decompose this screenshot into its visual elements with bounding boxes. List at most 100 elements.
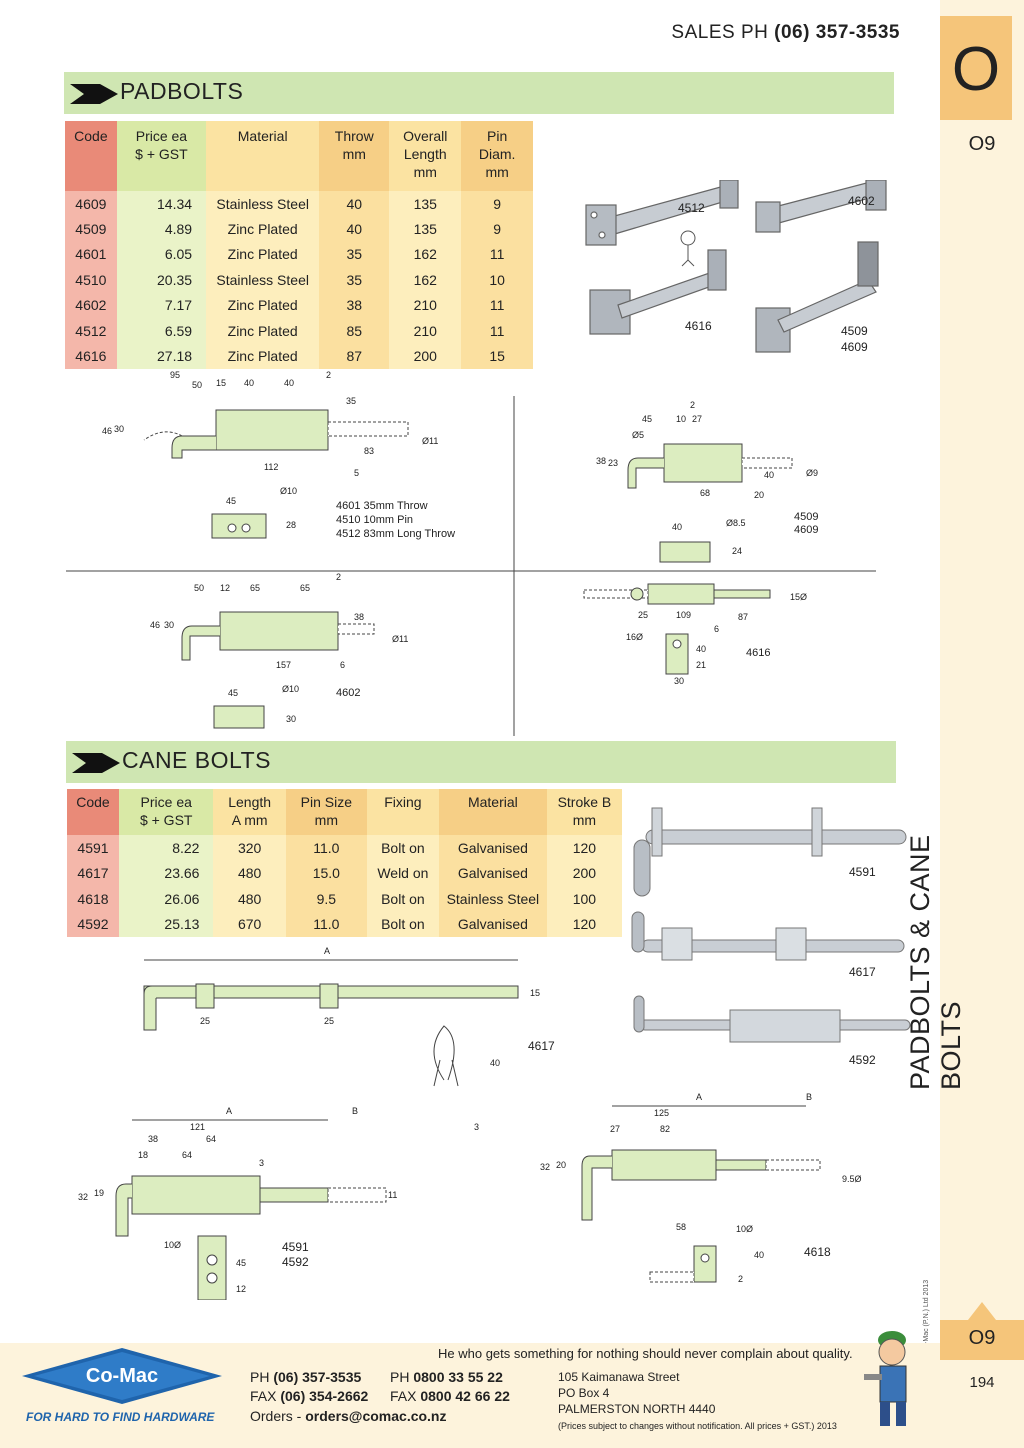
dim-c2-1: 38 (148, 1134, 158, 1144)
logo-text: Co-Mac (86, 1365, 158, 1387)
table-cell: 9 (461, 216, 533, 242)
table-cell: 23.66 (118, 860, 214, 886)
address-line: PO Box 4 (558, 1386, 610, 1400)
dim-d4-5: 16Ø (626, 632, 643, 642)
dim-c1-1: 25 (324, 1016, 334, 1026)
tagline: FOR HARD TO FIND HARDWARE (26, 1410, 215, 1424)
dim-d3-6: 46 (150, 620, 160, 630)
table-cell: 4.89 (116, 216, 207, 242)
arrow-icon (70, 84, 118, 104)
table-cell: 15 (461, 343, 533, 369)
diagram-label-4602: 4602 (336, 687, 360, 699)
dim-c2-8: 11 (388, 1190, 397, 1200)
table-cell: Zinc Plated (206, 292, 320, 318)
section-tab-letter: O (951, 35, 1001, 104)
freephone-line: PH 0800 33 55 22 (390, 1369, 503, 1385)
dim-c3-9: 2 (738, 1274, 743, 1284)
photo-label-4512: 4512 (678, 201, 705, 215)
photo-4592 (633, 995, 911, 1043)
product-code-cell: 4602 (65, 292, 117, 318)
photo-4512 (585, 180, 739, 246)
dim-d3-13: 30 (286, 714, 296, 724)
table-cell: 26.06 (118, 886, 214, 912)
column-header: Material (438, 789, 547, 835)
comac-logo[interactable]: Co-Mac (22, 1344, 222, 1406)
dim-d3-12: Ø10 (282, 684, 299, 694)
table-cell: Galvanised (438, 860, 547, 886)
dim-d2-7: 40 (764, 470, 774, 480)
dim-c3-0: 125 (654, 1108, 669, 1118)
dim-c2-6: 32 (78, 1192, 88, 1202)
table-cell: 120 (546, 911, 622, 937)
address: 105 Kaimanawa Street PO Box 4 PALMERSTON… (558, 1369, 715, 1417)
table-cell: Weld on (366, 860, 439, 886)
product-code-cell: 4616 (65, 343, 117, 369)
dim-d1-8: 30 (114, 424, 124, 434)
table-cell: Bolt on (366, 886, 439, 912)
table-cell: 11.0 (285, 835, 367, 861)
diagram-4618 (581, 1105, 821, 1283)
photo-4591 (633, 807, 907, 897)
table-cell: 14.34 (116, 191, 207, 217)
section-tab[interactable] (940, 16, 1012, 120)
mascot-icon (680, 230, 696, 267)
mascot-icon (864, 1331, 907, 1426)
dim-d2-5: 38 (596, 456, 606, 466)
dim-d4-7: 21 (696, 660, 706, 670)
dim-c2-2: 64 (206, 1134, 216, 1144)
dim-c2-7: 19 (94, 1188, 104, 1198)
table-cell: 200 (546, 860, 622, 886)
canebolts-title: CANE BOLTS (122, 747, 271, 773)
diagram-4617 (143, 959, 519, 1087)
dim-d2-1: 45 (642, 414, 652, 424)
table-cell: 25.13 (118, 911, 214, 937)
table-cell: 85 (319, 317, 390, 344)
diagram-4509-4609 (627, 443, 793, 563)
product-code-cell: 4601 (65, 241, 117, 268)
address-line: 105 Kaimanawa Street (558, 1370, 680, 1384)
dim-d1-3: 40 (244, 378, 254, 388)
product-code-cell: 4510 (65, 267, 117, 293)
table-cell: 135 (389, 191, 462, 217)
orders-email-link[interactable]: orders@comac.co.nz (305, 1408, 447, 1424)
section-tab-bottom (940, 1320, 1024, 1360)
dim-d1-13: 45 (226, 496, 236, 506)
diagram-label-4617: 4617 (528, 1039, 555, 1053)
table-cell: 9 (461, 191, 533, 217)
dim-c3-1: 27 (610, 1124, 620, 1134)
photo-label-4617: 4617 (849, 965, 876, 979)
diagram-4602 (181, 611, 375, 729)
dim-c2-9: 10Ø (164, 1240, 181, 1250)
table-cell: 7.17 (116, 292, 207, 318)
diagram-note-0: 4601 35mm Throw (336, 500, 428, 512)
product-code-cell: 4618 (67, 886, 119, 912)
dim-a-2: A (226, 1106, 232, 1116)
dim-c2-3: 18 (138, 1150, 148, 1160)
table-cell: 35 (319, 241, 390, 268)
dim-d3-8: Ø11 (392, 634, 408, 644)
footer-quote: He who gets something for nothing should… (438, 1346, 853, 1361)
dim-a-1: A (324, 946, 330, 956)
padbolt-photos: 4512 4602 4616 4509 4609 (585, 180, 887, 354)
dim-d3-5: 38 (354, 612, 364, 622)
dim-d3-7: 30 (164, 620, 174, 630)
table-cell: 210 (389, 317, 462, 344)
product-code-cell: 4591 (67, 835, 119, 861)
table-cell: 27.18 (116, 343, 207, 369)
column-header: Fixing (366, 789, 439, 835)
dim-c2-4: 64 (182, 1150, 192, 1160)
dim-d3-9: 157 (276, 660, 291, 670)
dim-d1-2: 15 (216, 378, 226, 388)
